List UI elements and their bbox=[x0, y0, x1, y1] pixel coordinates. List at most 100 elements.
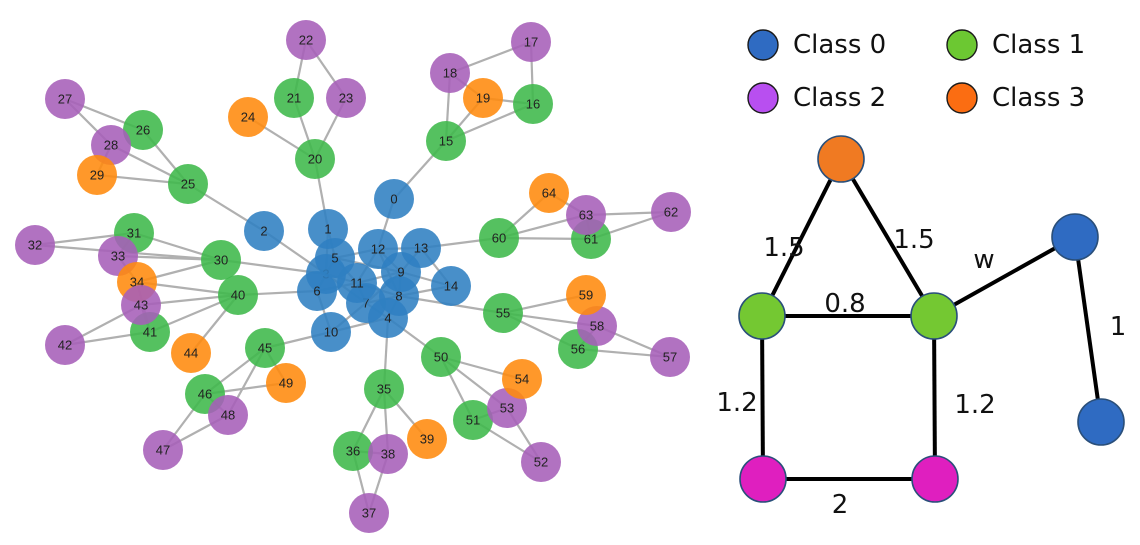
node-circle bbox=[274, 78, 314, 118]
node-label: 20 bbox=[308, 152, 322, 167]
node-label: 40 bbox=[231, 288, 245, 303]
edge-weight-label: w bbox=[973, 245, 994, 275]
node-label: 18 bbox=[443, 66, 457, 81]
node-circle bbox=[513, 84, 553, 124]
node-label: 43 bbox=[134, 298, 148, 313]
node-label: 5 bbox=[331, 251, 338, 266]
node-circle bbox=[45, 79, 85, 119]
network-node-25: 25 bbox=[168, 164, 208, 204]
node-circle bbox=[349, 493, 389, 533]
node-label: 10 bbox=[324, 325, 338, 340]
legend-marker bbox=[747, 82, 779, 114]
node-label: 37 bbox=[362, 506, 376, 521]
node-label: 33 bbox=[111, 249, 125, 264]
node-label: 57 bbox=[663, 350, 677, 365]
example-edge bbox=[932, 315, 937, 480]
node-label: 8 bbox=[395, 289, 402, 304]
node-circle bbox=[401, 228, 441, 268]
network-node-23: 23 bbox=[326, 78, 366, 118]
example-node-mid-right bbox=[910, 292, 958, 340]
example-edge bbox=[760, 315, 765, 480]
network-node-26: 26 bbox=[123, 110, 163, 150]
network-node-40: 40 bbox=[218, 275, 258, 315]
node-circle bbox=[333, 431, 373, 471]
node-circle bbox=[143, 430, 183, 470]
node-label: 12 bbox=[371, 242, 385, 257]
node-circle bbox=[511, 22, 551, 62]
node-label: 1 bbox=[324, 222, 331, 237]
node-circle bbox=[358, 229, 398, 269]
network-node-10: 10 bbox=[311, 312, 351, 352]
network-node-57: 57 bbox=[650, 337, 690, 377]
node-label: 51 bbox=[466, 413, 480, 428]
node-label: 23 bbox=[339, 91, 353, 106]
node-circle bbox=[483, 293, 523, 333]
node-circle bbox=[171, 333, 211, 373]
node-label: 55 bbox=[496, 306, 510, 321]
node-label: 32 bbox=[28, 238, 42, 253]
node-circle bbox=[566, 195, 606, 235]
node-label: 38 bbox=[381, 447, 395, 462]
node-circle bbox=[77, 155, 117, 195]
node-circle bbox=[364, 369, 404, 409]
node-circle bbox=[521, 442, 561, 482]
node-label: 58 bbox=[590, 319, 604, 334]
network-node-52: 52 bbox=[521, 442, 561, 482]
network-node-37: 37 bbox=[349, 493, 389, 533]
legend-marker bbox=[946, 82, 978, 114]
example-edge bbox=[760, 158, 843, 317]
node-label: 44 bbox=[184, 346, 198, 361]
node-label: 31 bbox=[127, 226, 141, 241]
network-node-45: 45 bbox=[245, 328, 285, 368]
node-circle bbox=[245, 328, 285, 368]
node-label: 54 bbox=[515, 372, 529, 387]
node-label: 39 bbox=[420, 432, 434, 447]
node-circle bbox=[295, 139, 335, 179]
node-label: 56 bbox=[571, 342, 585, 357]
node-label: 53 bbox=[500, 401, 514, 416]
network-node-39: 39 bbox=[407, 419, 447, 459]
network-node-64: 64 bbox=[529, 173, 569, 213]
network-node-35: 35 bbox=[364, 369, 404, 409]
node-label: 15 bbox=[439, 134, 453, 149]
node-circle bbox=[123, 110, 163, 150]
legend-label: Class 0 bbox=[793, 30, 886, 60]
node-circle bbox=[650, 337, 690, 377]
node-label: 60 bbox=[492, 231, 506, 246]
network-node-60: 60 bbox=[479, 218, 519, 258]
network-node-43: 43 bbox=[121, 285, 161, 325]
node-label: 14 bbox=[444, 279, 458, 294]
node-circle bbox=[15, 225, 55, 265]
node-label: 9 bbox=[397, 265, 404, 280]
network-node-30: 30 bbox=[201, 240, 241, 280]
network-node-11: 11 bbox=[337, 263, 377, 303]
node-label: 13 bbox=[414, 241, 428, 256]
node-label: 64 bbox=[542, 186, 556, 201]
example-node-right-top bbox=[1051, 213, 1099, 261]
network-node-32: 32 bbox=[15, 225, 55, 265]
node-circle bbox=[244, 211, 284, 251]
node-circle bbox=[121, 285, 161, 325]
network-node-12: 12 bbox=[358, 229, 398, 269]
legend-marker bbox=[747, 29, 779, 61]
network-node-21: 21 bbox=[274, 78, 314, 118]
network-node-13: 13 bbox=[401, 228, 441, 268]
node-circle bbox=[529, 173, 569, 213]
node-label: 25 bbox=[181, 177, 195, 192]
network-node-14: 14 bbox=[431, 266, 471, 306]
example-graph-nodes bbox=[738, 135, 1125, 503]
node-label: 59 bbox=[579, 288, 593, 303]
node-label: 49 bbox=[279, 376, 293, 391]
node-circle bbox=[218, 275, 258, 315]
node-circle bbox=[374, 179, 414, 219]
edge-weight-label: 2 bbox=[832, 490, 849, 520]
node-circle bbox=[479, 218, 519, 258]
network-node-29: 29 bbox=[77, 155, 117, 195]
network-node-54: 54 bbox=[502, 359, 542, 399]
example-edge bbox=[1073, 236, 1103, 423]
node-circle bbox=[228, 97, 268, 137]
edge-weight-label: 1.2 bbox=[954, 390, 995, 420]
edge-weight-label: 1.5 bbox=[893, 225, 934, 255]
node-label: 28 bbox=[104, 138, 118, 153]
network-node-38: 38 bbox=[368, 434, 408, 474]
